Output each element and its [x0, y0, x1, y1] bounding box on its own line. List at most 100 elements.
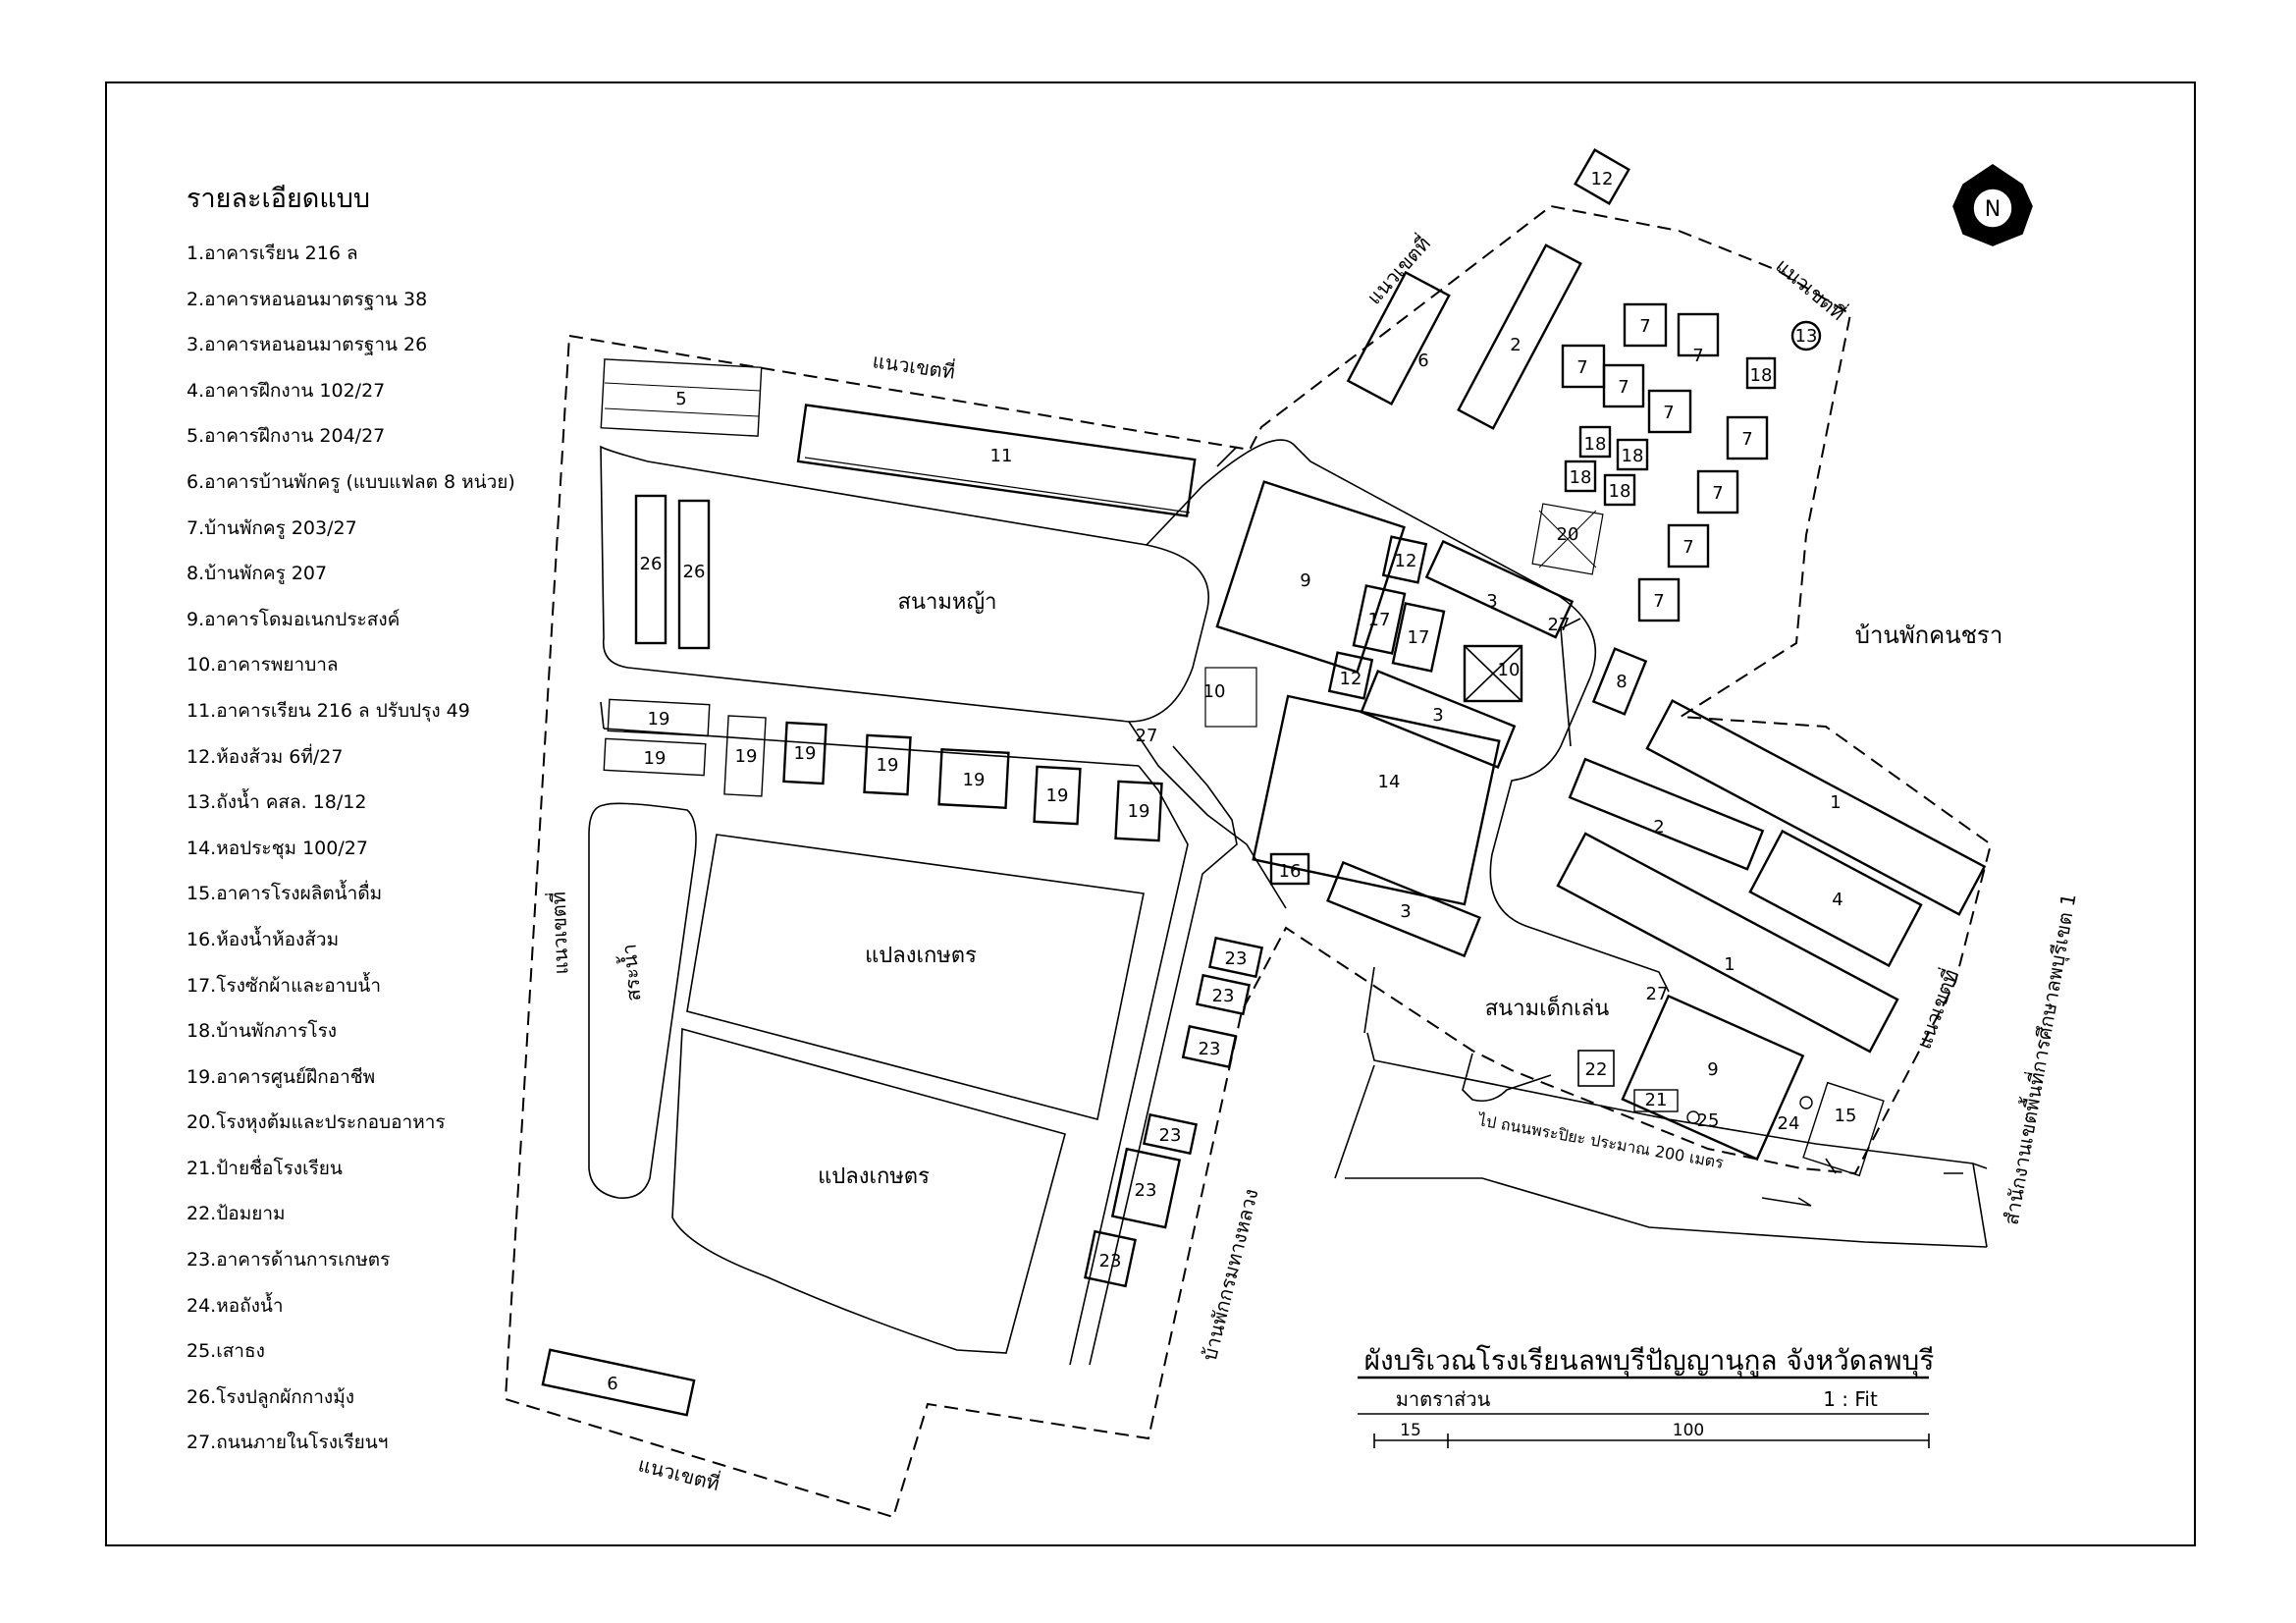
building-number: 26	[640, 554, 663, 574]
building-number: 12	[1591, 169, 1614, 189]
building-12-c	[1574, 148, 1630, 205]
building-26-a	[634, 494, 667, 645]
building-23-b	[1195, 973, 1252, 1016]
building-23-a	[1207, 936, 1264, 979]
drawing-frame	[105, 81, 2196, 1546]
boundary-label: แนวเขตที่	[636, 1450, 722, 1495]
legend-list: 1.อาคารเรียน 216 ล 2.อาคารหอนอนมาตรฐาน 3…	[187, 231, 638, 1466]
building-number: 1	[1830, 792, 1841, 813]
building-number: 19	[735, 746, 758, 767]
building-number: 20	[1557, 524, 1579, 545]
building-number: 2	[1510, 335, 1521, 355]
building-number: 7	[1618, 377, 1629, 398]
building-3-c	[1326, 860, 1481, 958]
building-number: 14	[1378, 772, 1401, 792]
boundary-label: แนวเขตที่	[545, 892, 573, 975]
building-number: 16	[1279, 861, 1302, 882]
building-11	[796, 404, 1197, 517]
building-7-g	[1696, 469, 1739, 514]
scale-value: 1 : Fit	[1823, 1387, 1878, 1411]
building-number: 22	[1585, 1059, 1608, 1080]
building-19-d	[863, 733, 912, 796]
legend-item: 17.โรงซักผ้าและอาบน้ำ	[187, 974, 381, 997]
legend-item: 27.ถนนภายในโรงเรียนฯ	[187, 1432, 389, 1454]
legend-item: 26.โรงปลูกผักกางมุ้ง	[187, 1385, 354, 1408]
legend-title: รายละเอียดแบบ	[187, 184, 371, 214]
legend-item: 12.ห้องส้วม 6ที่/27	[187, 745, 344, 768]
building-number: 3	[1432, 705, 1443, 726]
building-number: 19	[1046, 785, 1069, 806]
highways-housing-label: บ้านพักกรมทางหลวง	[1198, 1186, 1263, 1363]
building-21	[1633, 1089, 1679, 1112]
north-label: N	[1985, 197, 2001, 222]
scale-dimension: 100	[1673, 1421, 1704, 1440]
building-number: 9	[1707, 1059, 1718, 1080]
building-number: 19	[1128, 801, 1150, 822]
building-number: 23	[1199, 1039, 1221, 1059]
building-12-a	[1381, 535, 1428, 584]
building-number: 18	[1570, 467, 1592, 488]
building-19-b	[603, 737, 707, 777]
building-number: 4	[1832, 890, 1842, 910]
building-number: 23	[1225, 948, 1248, 969]
building-number: 13	[1795, 326, 1818, 347]
building-19-a	[607, 698, 711, 737]
building-7-e	[1647, 389, 1692, 434]
building-23-c	[1181, 1024, 1238, 1069]
building-number: 19	[877, 755, 899, 776]
building-number: 21	[1645, 1090, 1668, 1110]
building-number: 7	[1712, 483, 1723, 504]
building-17-b	[1391, 602, 1446, 673]
building-number: 24	[1778, 1113, 1800, 1134]
legend-item: 20.โรงหุงต้มและประกอบอาหาร	[187, 1111, 446, 1134]
building-7-f	[1726, 415, 1769, 460]
building-number: 6	[1417, 351, 1428, 371]
building-7-b	[1677, 312, 1720, 357]
building-23-f	[1084, 1229, 1137, 1288]
scale-label: มาตราส่วน	[1396, 1387, 1491, 1411]
building-number: 23	[1212, 986, 1235, 1006]
building-15	[1802, 1081, 1885, 1177]
farm-plot-1	[686, 834, 1145, 1120]
boundary-label: แนวเขตที่	[1910, 965, 1962, 1052]
legend-item: 21.ป้ายชื่อโรงเรียน	[187, 1157, 343, 1179]
legend-item: 18.บ้านพักภารโรง	[187, 1020, 338, 1043]
building-16	[1269, 852, 1310, 886]
building-number: 7	[1576, 357, 1587, 378]
building-number: 5	[675, 389, 686, 409]
legend-item: 25.เสาธง	[187, 1340, 265, 1363]
building-9-b	[1621, 994, 1805, 1162]
building-24	[1799, 1096, 1813, 1109]
building-18-c	[1616, 438, 1649, 471]
building-number: 12	[1395, 551, 1417, 571]
building-number: 19	[963, 770, 986, 790]
building-number: 2	[1653, 817, 1664, 838]
building-12-b	[1327, 651, 1374, 700]
building-14	[1252, 694, 1501, 906]
road-number: 27	[1646, 984, 1669, 1004]
north-arrow	[1952, 164, 2033, 246]
building-number: 7	[1653, 591, 1664, 612]
legend-item: 19.อาคารศูนย์ฝึกอาชีพ	[187, 1065, 376, 1088]
building-18-d	[1564, 460, 1597, 493]
building-number: 23	[1099, 1251, 1122, 1271]
building-26-b	[677, 499, 711, 650]
building-23-e	[1110, 1147, 1182, 1229]
legend-item: 22.ป้อมยาม	[187, 1203, 286, 1225]
building-6-a	[1346, 270, 1451, 406]
building-number: 19	[648, 709, 670, 730]
building-number: 8	[1616, 672, 1627, 692]
legend-item: 6.อาคารบ้านพักครู (แบบแฟลต 8 หน่วย)	[187, 470, 515, 493]
boundary-label: แนวเขตที่	[871, 347, 956, 384]
building-number: 18	[1622, 446, 1644, 466]
buildings	[541, 148, 1987, 1417]
building-number: 19	[644, 748, 667, 769]
boundary-label: แนวเขตที่	[1361, 231, 1435, 309]
building-number: 3	[1486, 591, 1497, 612]
building-18-a	[1745, 356, 1777, 390]
boundary-label: แนวเขตที่	[1771, 252, 1850, 325]
building-23-d	[1142, 1112, 1199, 1156]
building-4	[1748, 829, 1923, 968]
building-number: 10	[1203, 681, 1226, 702]
